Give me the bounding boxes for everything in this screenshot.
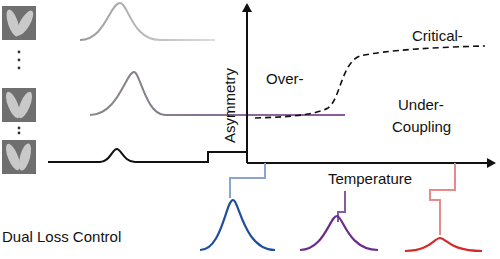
sem-image bbox=[2, 140, 36, 174]
plot-label: Critical- bbox=[412, 27, 463, 44]
axis-arrowhead bbox=[487, 158, 496, 168]
sem-image bbox=[2, 6, 36, 40]
plot-label: Under- bbox=[398, 96, 444, 113]
spectrum bbox=[405, 238, 482, 251]
plot-label: Dual Loss Control bbox=[2, 228, 121, 245]
plot-label: Temperature bbox=[328, 170, 412, 187]
spectrum bbox=[300, 216, 378, 250]
spectrum bbox=[48, 149, 247, 162]
sem-image bbox=[2, 88, 36, 122]
ellipsis-dots bbox=[18, 51, 21, 135]
axis-arrowhead bbox=[242, 3, 252, 12]
leader-line bbox=[430, 163, 455, 235]
coupling-boundary bbox=[255, 46, 485, 118]
spectrum bbox=[90, 72, 345, 115]
plot-label: Coupling bbox=[392, 118, 451, 135]
spectrum bbox=[200, 200, 275, 250]
leader-line bbox=[344, 118, 346, 163]
leader-line bbox=[230, 163, 265, 198]
spectrum bbox=[80, 3, 215, 40]
plot-label: Over- bbox=[266, 70, 304, 87]
plot-axes bbox=[247, 8, 490, 163]
plot-label: Asymmetry bbox=[221, 68, 238, 143]
